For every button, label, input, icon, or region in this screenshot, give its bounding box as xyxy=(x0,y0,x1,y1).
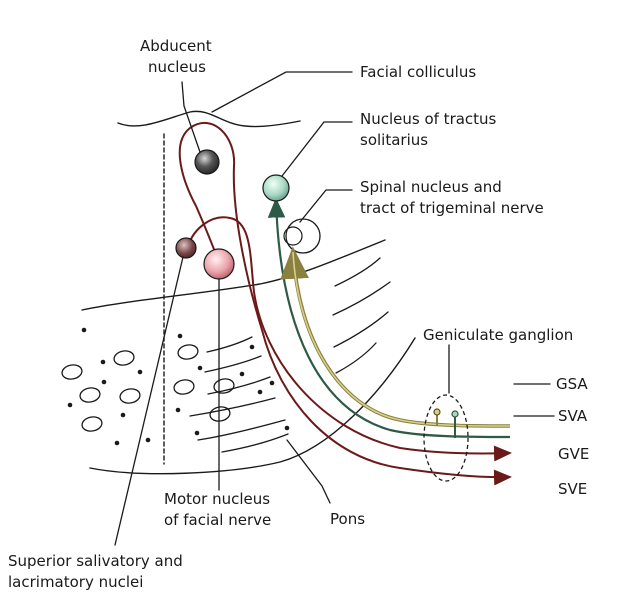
tractus-solitarius-label-line2: solitarius xyxy=(360,131,428,149)
spinal-nucleus-label-line2: tract of trigeminal nerve xyxy=(360,199,544,217)
motor-nucleus-label-line2: of facial nerve xyxy=(164,511,271,529)
pontine-nuclei-dots xyxy=(67,327,290,446)
spinal-nucleus-label-line1: Spinal nucleus and xyxy=(360,178,502,196)
superior-salivatory-nucleus xyxy=(175,237,197,259)
pons-label: Pons xyxy=(330,510,365,528)
gve-label: GVE xyxy=(558,445,589,463)
geniculate-ganglion xyxy=(423,394,469,482)
facial-colliculus-label: Facial colliculus xyxy=(360,63,476,81)
pontine-fiber-ovals xyxy=(61,344,235,432)
tractus-solitarius-label-line1: Nucleus of tractus xyxy=(360,110,497,128)
sve-fiber xyxy=(178,121,512,486)
salivatory-label-line1: Superior salivatory and xyxy=(8,552,183,570)
leader-lines xyxy=(114,71,555,546)
geniculate-ganglion-label: Geniculate ganglion xyxy=(423,326,573,344)
abducent-label-line1: Abducent xyxy=(140,37,212,55)
sva-fiber xyxy=(267,197,511,439)
motor-nucleus-label-line1: Motor nucleus xyxy=(164,490,270,508)
abducent-label-line2: nucleus xyxy=(148,58,206,76)
gve-fiber xyxy=(187,216,512,462)
brainstem-outline xyxy=(81,110,416,475)
sva-label: SVA xyxy=(558,407,588,425)
abducent-nucleus xyxy=(194,149,220,175)
pons-striations xyxy=(189,257,391,453)
tractus-solitarius-nucleus xyxy=(262,174,290,202)
geniculate-ganglion-cells xyxy=(433,408,459,438)
spinal-trigeminal-nucleus xyxy=(285,218,321,254)
gsa-label: GSA xyxy=(556,375,588,393)
spinal-trigeminal-tract xyxy=(283,226,303,246)
motor-facial-nucleus xyxy=(203,248,235,280)
sve-label: SVE xyxy=(558,480,587,498)
salivatory-label-line2: lacrimatory nuclei xyxy=(8,573,143,591)
